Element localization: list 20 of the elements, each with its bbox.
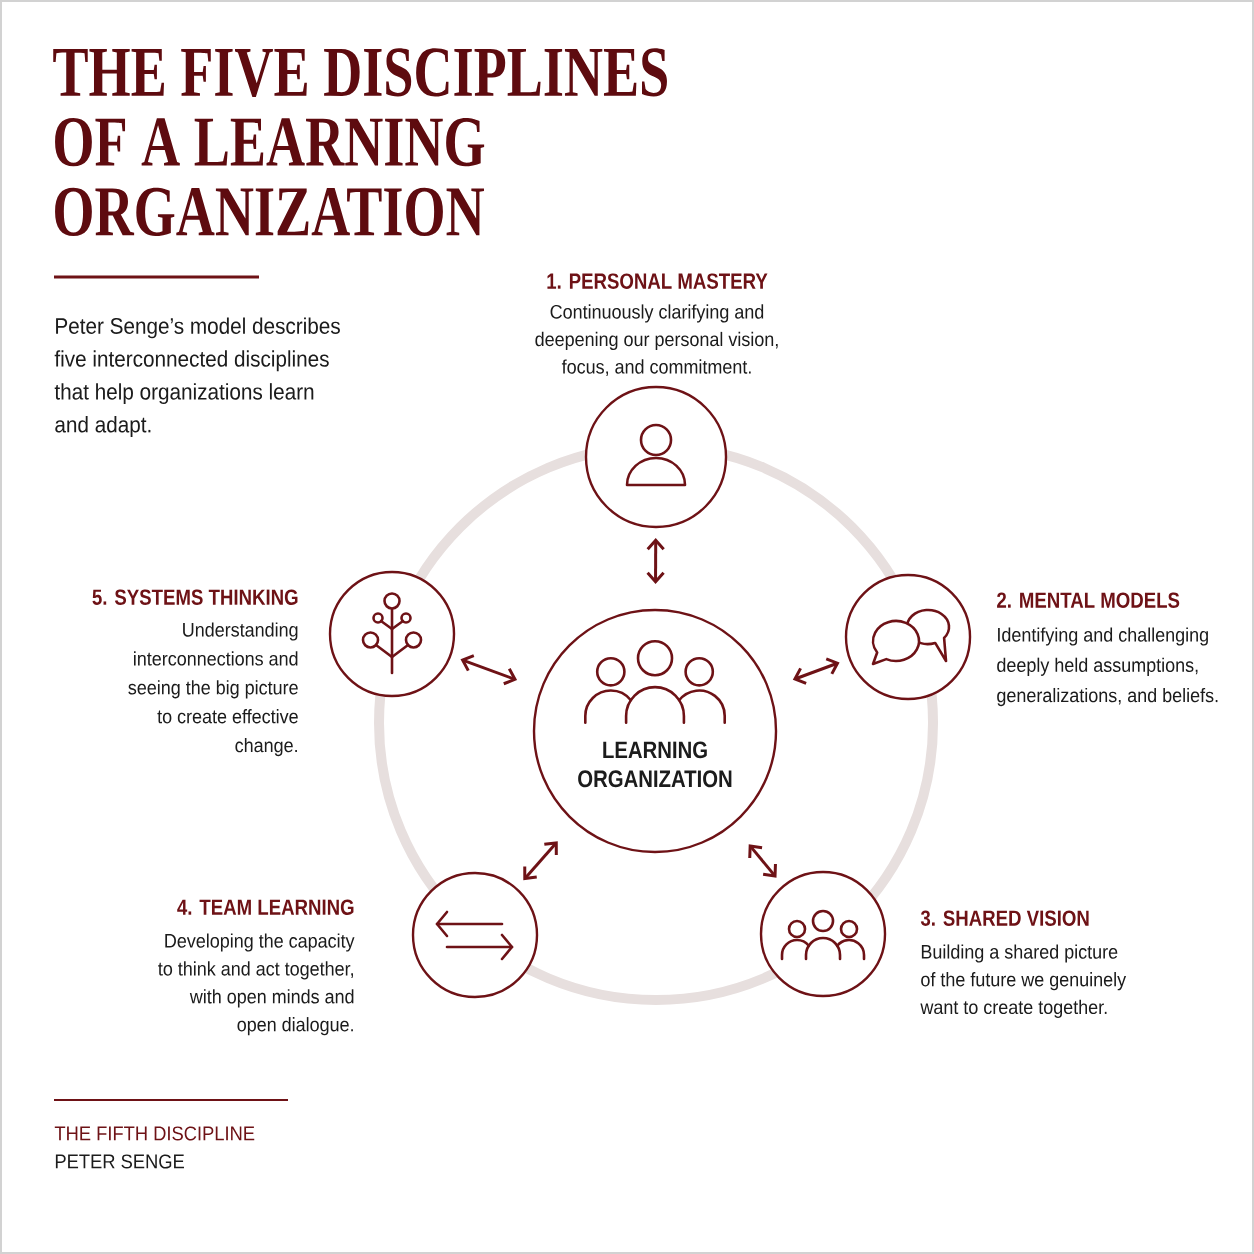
arrow [792, 657, 840, 685]
description: Understanding interconnections and seeing the big picture to create effective change. [128, 622, 298, 757]
description: Developing the capacity to think and act together, with open minds and open dialogue. [158, 933, 355, 1036]
author-name: PETER SENGE [55, 1154, 184, 1169]
description: Building a shared picture of the future we genuinely want to create together. [920, 944, 1127, 1018]
arrow [523, 841, 558, 881]
arrow [460, 654, 518, 686]
arrow [748, 844, 777, 878]
title: THE FIVE DISCIPLINES OF A LEARNING ORGANIZATION [53, 48, 667, 237]
arrow [646, 538, 665, 584]
description: Continuously clarifying and deepening our personal vision, focus, and commitment. [535, 304, 778, 377]
description: Identifying and challenging deeply held assumptions, generalizations, and beliefs. [997, 627, 1218, 707]
heading: 4. TEAM LEARNING [177, 899, 354, 915]
heading: 3. SHARED VISION [920, 910, 1089, 926]
intro-text: Peter Senge’s model describes five interconnected disciplines that help organizations learn and adapt. [54, 317, 340, 437]
heading: 5. SYSTEMS THINKING [92, 589, 298, 605]
heading: 2. MENTAL MODELS [997, 592, 1180, 608]
book-title: THE FIFTH DISCIPLINE [54, 1126, 255, 1141]
heading: 1. PERSONAL MASTERY [547, 273, 768, 289]
node-label: LEARNING ORGANIZATION [578, 741, 732, 788]
